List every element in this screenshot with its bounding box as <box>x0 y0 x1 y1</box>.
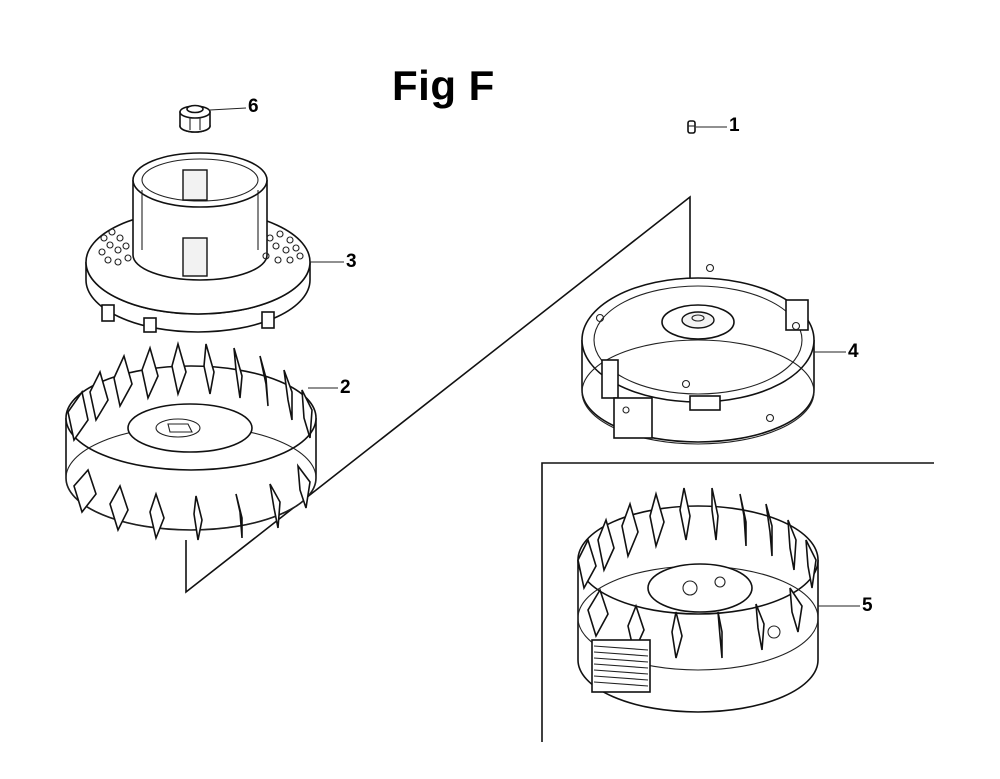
part-2-flywheel <box>65 341 317 541</box>
part-1-screw <box>687 120 696 134</box>
figure-title: Fig F <box>392 62 495 109</box>
leader-6 <box>209 107 247 111</box>
assembly-bracket-lines <box>185 195 934 742</box>
part-2-fins <box>67 341 313 541</box>
callout-leaders <box>209 107 860 607</box>
part-5-vent-grille <box>591 639 651 693</box>
part-3-vent-holes <box>98 228 304 266</box>
callout-4: 4 <box>848 341 859 362</box>
part-5-flywheel <box>577 487 819 713</box>
part-3-starter-pulley <box>85 152 311 333</box>
part-4-stator-housing <box>581 263 815 445</box>
callout-2: 2 <box>340 377 351 398</box>
callout-5: 5 <box>862 595 873 616</box>
part-5-fins <box>577 487 817 659</box>
callout-6: 6 <box>248 96 259 117</box>
callout-3: 3 <box>346 251 357 272</box>
callout-1: 1 <box>729 115 740 136</box>
part-6-nut <box>179 104 211 133</box>
